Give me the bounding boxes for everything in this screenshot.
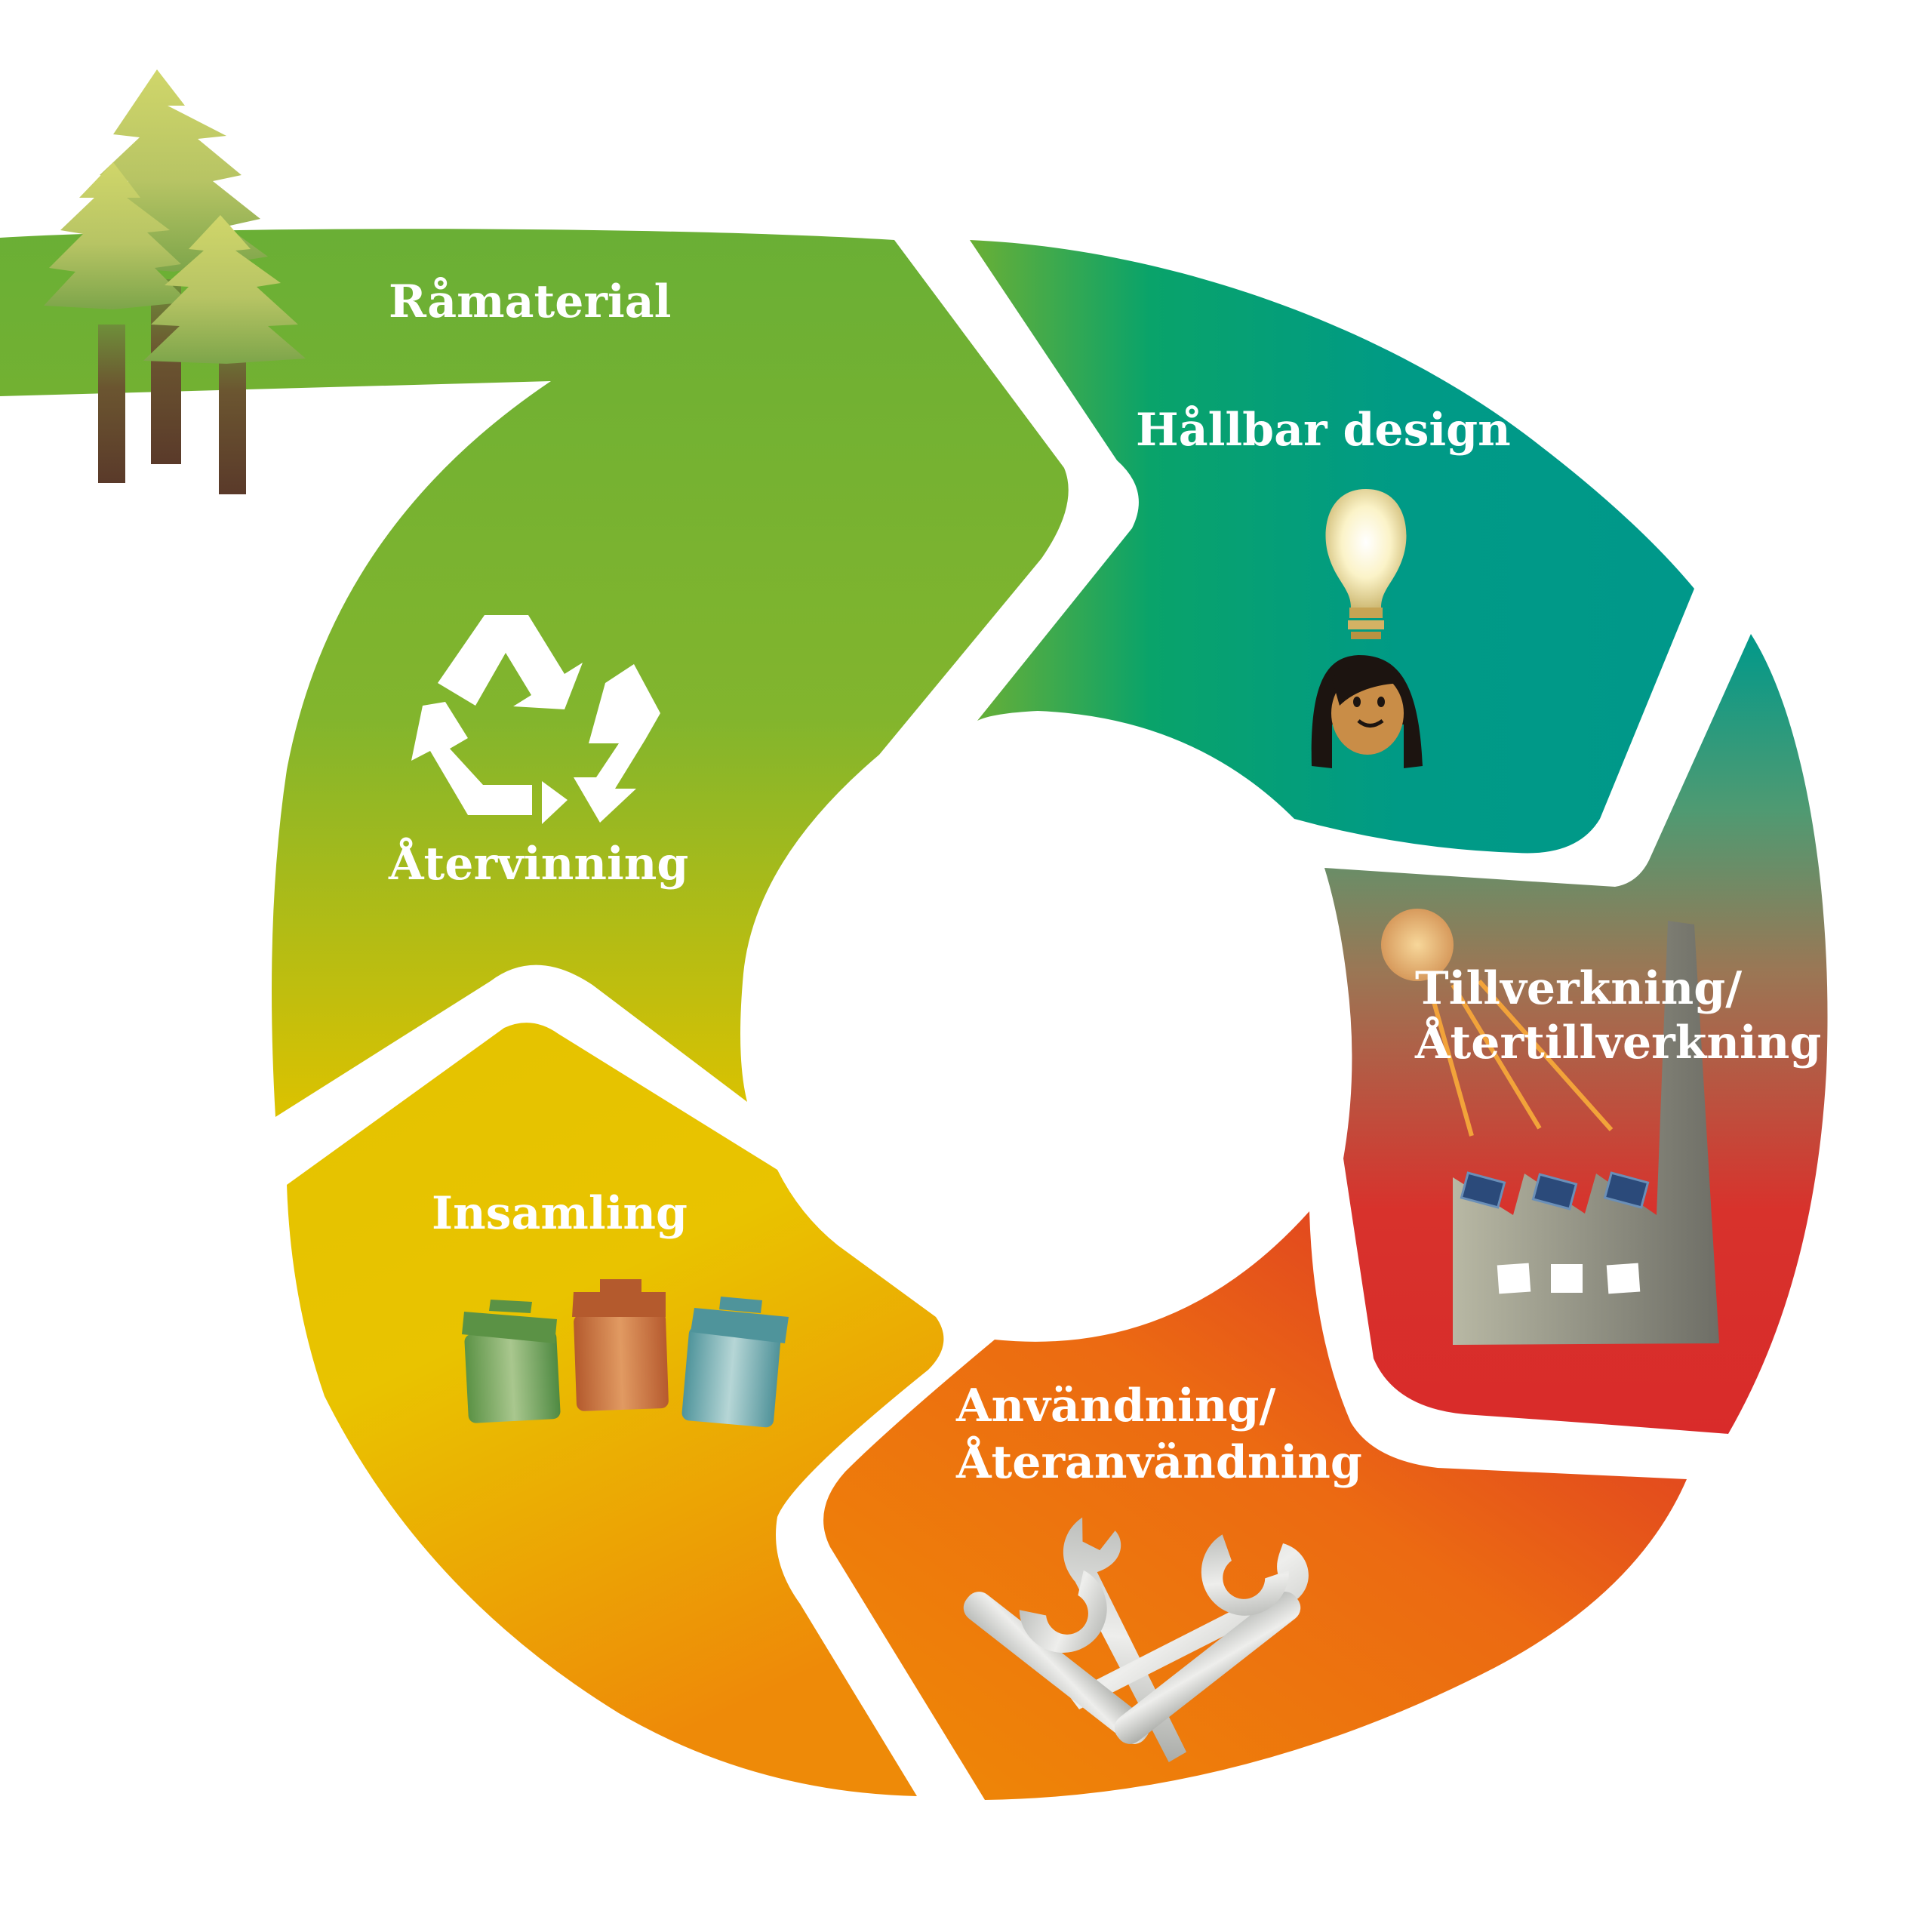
label-anvandning-line1: Användning/ bbox=[955, 1380, 1275, 1432]
label-atervinning: Återvinning bbox=[388, 837, 688, 891]
label-anvandning-line2: Återanvändning bbox=[955, 1435, 1362, 1489]
label-ramaterial: Råmaterial bbox=[389, 275, 671, 328]
recycle-icon bbox=[411, 615, 660, 824]
tree-icon bbox=[44, 69, 306, 494]
avatar bbox=[1311, 655, 1423, 768]
label-hallbar-design: Hållbar design bbox=[1136, 404, 1511, 457]
label-tillverkning-line1: Tillverkning/ bbox=[1415, 962, 1742, 1015]
label-tillverkning-line2: Återtillverkning bbox=[1414, 1016, 1821, 1069]
wrench-icon bbox=[963, 1517, 1309, 1762]
label-insamling: Insamling bbox=[432, 1187, 688, 1240]
factory-icon bbox=[1381, 909, 1719, 1345]
trash-bin-icon bbox=[462, 1279, 789, 1428]
lightbulb-icon bbox=[1325, 489, 1407, 639]
